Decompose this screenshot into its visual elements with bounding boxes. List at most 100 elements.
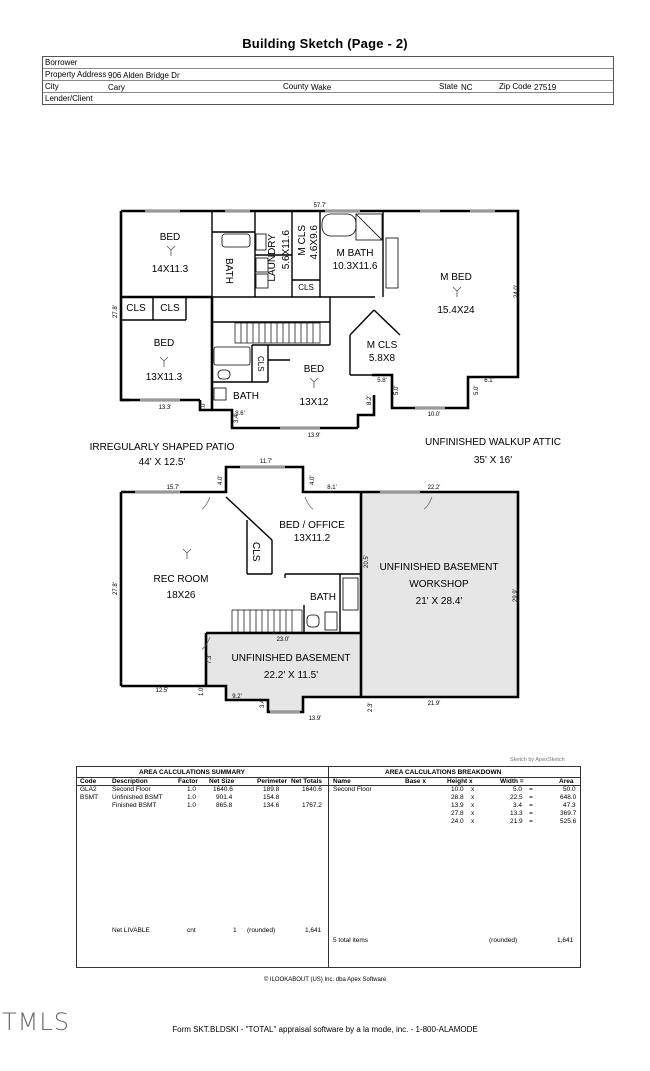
bd-r3-area: 47.3 xyxy=(563,802,576,809)
bd-r1-h: 10.0 xyxy=(451,786,464,793)
room-mbath-size: 10.3X11.6 xyxy=(333,261,378,272)
breakdown-header-base: Base x xyxy=(405,778,426,785)
county-value: Wake xyxy=(311,83,332,92)
dim-upper-b2: 8.6' xyxy=(235,411,245,417)
summary-r1-total: 1640.6 xyxy=(302,786,322,793)
bd-r1-w: 5.0 xyxy=(513,786,523,793)
net-livable-value: 1,641 xyxy=(305,927,322,934)
bd-r2-h: 28.8 xyxy=(451,794,464,801)
summary-r3-size: 865.8 xyxy=(216,802,233,809)
mls-watermark: TMLS xyxy=(2,1008,70,1036)
breakdown-total-rounded: (rounded) xyxy=(489,937,518,944)
net-livable-rounded: (rounded) xyxy=(247,927,276,934)
bd-r2-area: 648.0 xyxy=(560,794,577,801)
dim-lower-10: 23.0' xyxy=(277,637,290,643)
bd-r1-eq: = xyxy=(529,786,533,793)
room-rec-size: 18X26 xyxy=(167,590,196,601)
breakdown-header-height: Height x xyxy=(447,778,473,785)
bd-r3-w: 3.4 xyxy=(513,802,523,809)
room-bath-2: BATH xyxy=(233,391,259,402)
breakdown-header-width: Width = xyxy=(500,778,524,785)
city-label: City xyxy=(45,82,59,91)
dim-upper-left: 27.8' xyxy=(113,305,119,318)
dim-upper-top: 57.7' xyxy=(314,203,327,209)
breakdown-header-area: Area xyxy=(559,778,574,785)
state-value: NC xyxy=(461,83,473,92)
breakdown-title: AREA CALCULATIONS BREAKDOWN xyxy=(385,769,502,776)
room-workshop: UNFINISHED BASEMENT xyxy=(380,562,499,573)
dim-upper-b8: 10.0' xyxy=(428,412,441,418)
summary-header-perim: Perimeter xyxy=(257,778,287,785)
dim-lower-12: 12.5' xyxy=(156,688,169,694)
attic-label: UNFINISHED WALKUP ATTIC xyxy=(425,437,561,448)
bd-r4-eq: = xyxy=(529,810,533,817)
room-mbath: M BATH xyxy=(336,248,373,259)
bd-r4-x: x xyxy=(471,810,475,817)
zip-label: Zip Code xyxy=(499,82,532,91)
dim-upper-b9: 5.0' xyxy=(474,386,480,396)
patio-label: IRREGULARLY SHAPED PATIO xyxy=(90,442,235,453)
bd-r1-area: 50.0 xyxy=(563,786,576,793)
dim-lower-14: 9.2' xyxy=(232,694,242,700)
dim-upper-b5: 8.2' xyxy=(367,396,373,406)
summary-title: AREA CALCULATIONS SUMMARY xyxy=(139,769,245,776)
lender-label: Lender/Client xyxy=(45,94,93,103)
copyright: © ILOOKABOUT (US) Inc. dba Apex Software xyxy=(263,977,387,983)
room-bed-office-size: 13X11.2 xyxy=(294,533,331,544)
dim-lower-1: 15.7' xyxy=(167,485,180,491)
summary-header-netsize: Net Size xyxy=(209,778,235,785)
bd-r1-x: x xyxy=(471,786,475,793)
bd-r5-x: x xyxy=(471,818,475,825)
dim-upper-b6: 5.8' xyxy=(377,378,387,384)
room-bed-office: BED / OFFICE xyxy=(279,520,345,531)
summary-r3-desc: Finished BSMT xyxy=(112,802,157,809)
dim-upper-right: 24.0' xyxy=(514,285,520,298)
dim-lower-9: 29.9' xyxy=(513,589,519,602)
room-mcls-1-size: 4.6X9.6 xyxy=(309,225,320,260)
breakdown-name: Second Floor xyxy=(333,786,372,793)
net-livable-label: Net LIVABLE xyxy=(112,927,150,934)
summary-r2-factor: 1.0 xyxy=(187,794,197,801)
summary-r2-size: 901.4 xyxy=(216,794,233,801)
dim-lower-7: 27.8' xyxy=(113,582,119,595)
summary-r2-desc: Unfinished BSMT xyxy=(112,794,163,801)
dim-upper-b3: 3.4' xyxy=(234,414,240,424)
room-mbed: M BED xyxy=(440,272,472,283)
bd-r3-x: x xyxy=(471,802,475,809)
room-bed-3-size: 13X12 xyxy=(300,397,329,408)
dim-upper-b1: 1.0' xyxy=(201,403,207,413)
room-laundry: LAUNDRY xyxy=(267,234,278,282)
dim-lower-8: 20.5' xyxy=(364,555,370,568)
dim-lower-18: 21.9' xyxy=(428,701,441,707)
attic-size: 35' X 16' xyxy=(474,455,512,466)
summary-r2-code: BSMT xyxy=(80,794,99,801)
room-bed-1: BED xyxy=(160,232,181,243)
room-bed-2: BED xyxy=(154,338,175,349)
room-bed-1-size: 14X11.3 xyxy=(152,264,189,275)
dim-lower-5: 8.1' xyxy=(327,485,337,491)
sketch-by-credit: Sketch by ApexSketch xyxy=(510,757,565,763)
summary-header-factor: Factor xyxy=(178,778,198,785)
summary-r1-perim: 189.8 xyxy=(263,786,280,793)
page-title: Building Sketch (Page - 2) xyxy=(242,36,408,51)
summary-r3-factor: 1.0 xyxy=(187,802,197,809)
summary-header-desc: Description xyxy=(112,778,148,785)
room-workshop-line2: WORKSHOP xyxy=(409,579,469,590)
city-value: Cary xyxy=(108,83,125,92)
dim-lower-13: 1.0' xyxy=(199,687,205,697)
summary-r1-desc: Second Floor xyxy=(112,786,151,793)
property-header: Borrower Property Address 906 Alden Brid… xyxy=(42,56,614,105)
dim-lower-17: 2.3' xyxy=(368,703,374,713)
breakdown-total-label: 5 total items xyxy=(333,937,369,944)
bd-r4-area: 369.7 xyxy=(560,810,577,817)
room-mcls-1: M CLS xyxy=(297,225,308,256)
bd-r4-h: 27.8 xyxy=(451,810,464,817)
summary-r3-perim: 134.6 xyxy=(263,802,280,809)
county-label: County xyxy=(283,82,309,91)
bd-r5-h: 24.0 xyxy=(451,818,464,825)
room-mcls-2-size: 5.8X8 xyxy=(369,353,396,364)
summary-r1-code: GLA2 xyxy=(80,786,97,793)
zip-value: 27519 xyxy=(534,83,557,92)
room-cls-2: CLS xyxy=(160,303,180,314)
form-footer: Form SKT.BLDSKI - "TOTAL" appraisal soft… xyxy=(172,1025,478,1034)
